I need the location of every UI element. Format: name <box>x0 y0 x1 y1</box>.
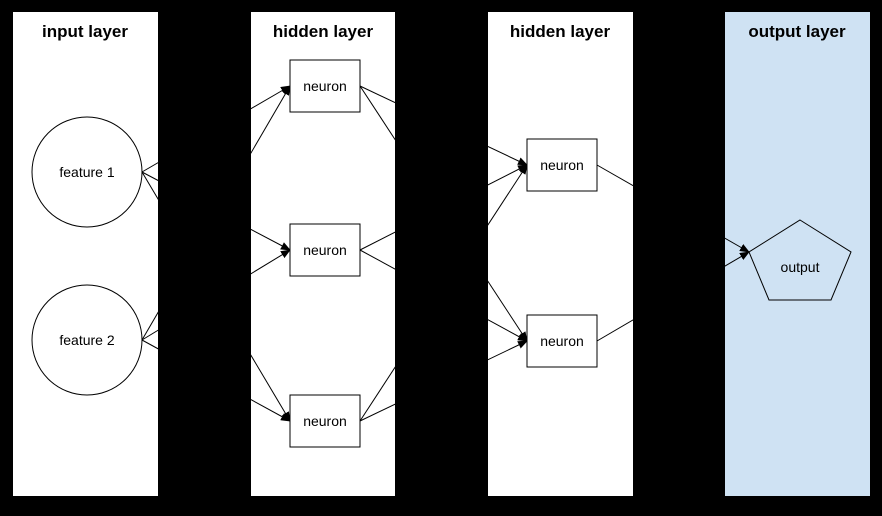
panel-title-hidden-layer-1: hidden layer <box>273 22 374 41</box>
edge-feature-2-neuron-2 <box>141 249 291 341</box>
edge-feature-1-neuron-1 <box>141 85 291 173</box>
panel-title-input-layer: input layer <box>42 22 128 41</box>
edge-neuron-3-neuron-4 <box>359 164 528 422</box>
node-label: neuron <box>303 242 347 258</box>
node-neuron-3: neuron <box>289 394 361 448</box>
edge-neuron-4-output <box>596 164 750 253</box>
node-neuron-1: neuron <box>289 59 361 113</box>
node-label: feature 2 <box>59 332 114 348</box>
feature-1-circle <box>31 116 143 228</box>
edge-feature-1-neuron-2 <box>141 171 291 251</box>
panel-title-output-layer: output layer <box>748 22 846 41</box>
node-label: output <box>781 259 820 275</box>
edge-neuron-1-neuron-5 <box>359 85 528 342</box>
panel-output-layer <box>725 12 870 496</box>
panel-hidden-layer-2 <box>488 12 633 496</box>
output-pentagon <box>748 219 852 301</box>
edge-neuron-3-neuron-5 <box>359 340 528 422</box>
node-output: output <box>748 219 852 301</box>
edge-neuron-2-neuron-5 <box>359 249 528 342</box>
node-feature-1: feature 1 <box>31 116 143 228</box>
edge-feature-2-neuron-3 <box>141 339 291 422</box>
edge-neuron-5-output <box>596 251 750 342</box>
node-label: neuron <box>303 78 347 94</box>
node-neuron-4: neuron <box>526 138 598 192</box>
feature-2-circle <box>31 284 143 396</box>
node-label: neuron <box>303 413 347 429</box>
panel-title-hidden-layer-2: hidden layer <box>510 22 611 41</box>
neuron-4-box <box>526 138 598 192</box>
node-neuron-5: neuron <box>526 314 598 368</box>
neuron-5-box <box>526 314 598 368</box>
node-label: neuron <box>540 157 584 173</box>
edge-group <box>141 85 750 422</box>
node-label: feature 1 <box>59 164 114 180</box>
edge-feature-1-neuron-3 <box>141 171 291 422</box>
edge-feature-2-neuron-1 <box>141 85 291 341</box>
node-label: neuron <box>540 333 584 349</box>
node-neuron-2: neuron <box>289 223 361 277</box>
edge-neuron-2-neuron-4 <box>359 164 528 251</box>
neuron-1-box <box>289 59 361 113</box>
neuron-2-box <box>289 223 361 277</box>
panel-input-layer <box>13 12 158 496</box>
neuron-3-box <box>289 394 361 448</box>
node-feature-2: feature 2 <box>31 284 143 396</box>
edge-neuron-1-neuron-4 <box>359 85 528 166</box>
